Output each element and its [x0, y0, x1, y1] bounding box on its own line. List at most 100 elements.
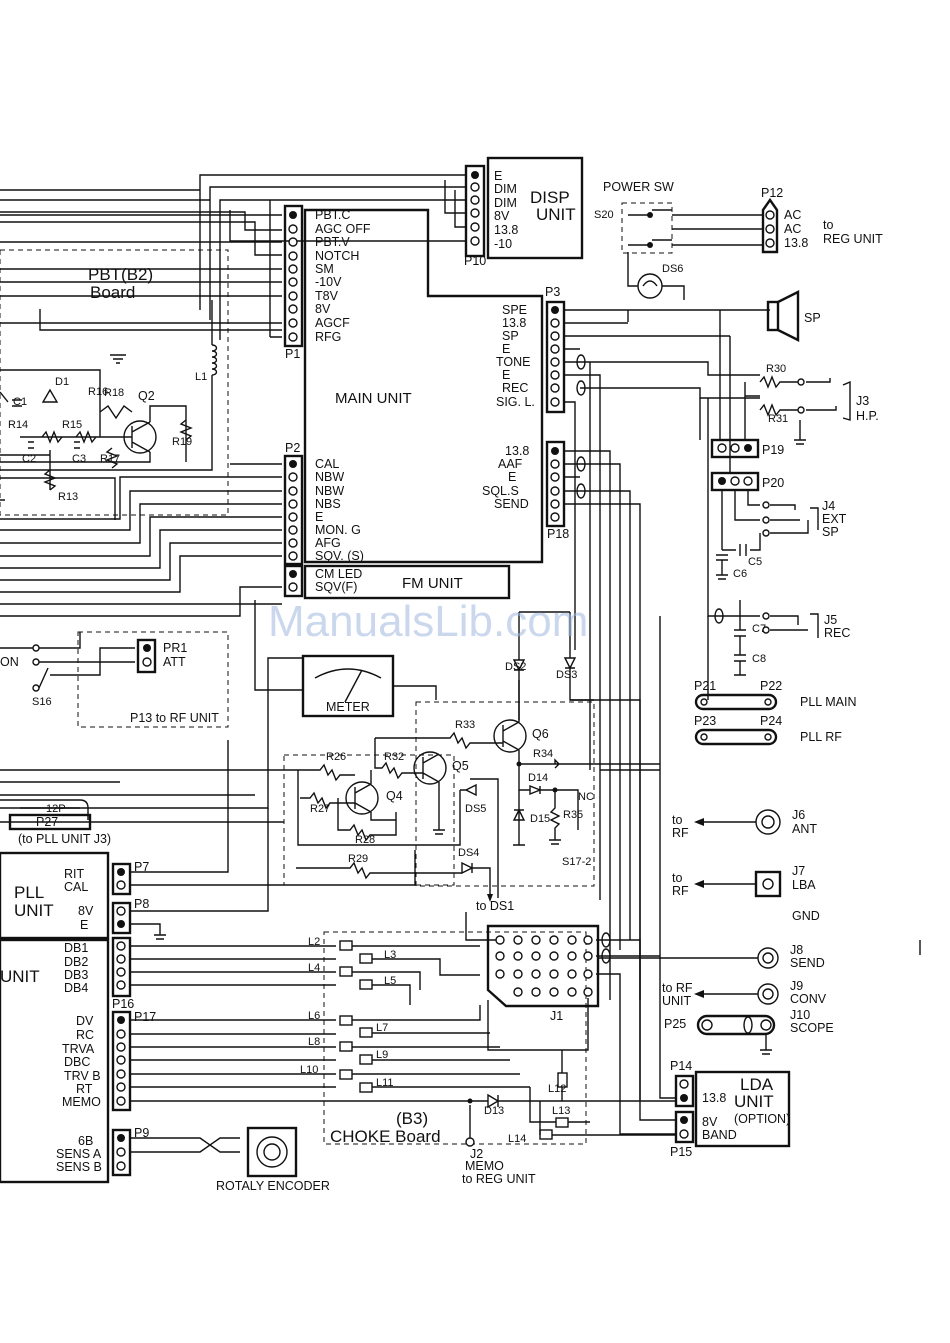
- p17-pin-rt: RT: [76, 1082, 93, 1096]
- disp-pin-138: 13.8: [494, 223, 518, 237]
- lo-unit-title: UNIT: [0, 967, 40, 986]
- r14-label: R14: [8, 419, 28, 431]
- p2-pin-e: E: [315, 510, 323, 524]
- p13-dest-label: P13 to RF UNIT: [130, 711, 219, 725]
- p1-pin-agc-off: AGC OFF: [315, 222, 371, 236]
- r30-label: R30: [766, 363, 786, 375]
- p3-connector: P3 SPE 13.8 SP E TONE E REC SIG. L.: [496, 285, 566, 414]
- l12-label: L12: [548, 1083, 566, 1095]
- p2-label: P2: [285, 441, 300, 455]
- d15-label: D15: [530, 813, 550, 825]
- p15-label: P15: [670, 1145, 692, 1159]
- p18-label: P18: [547, 527, 569, 541]
- p23-label: P23: [694, 714, 716, 728]
- pll-unit-title: PLL: [14, 883, 44, 902]
- pbt-board-title: PBT(B2): [88, 265, 153, 284]
- s16-on-label: ON: [0, 655, 19, 669]
- pll-jumpers: P21 P22 PLL MAIN P23 P24 PLL RF: [694, 679, 857, 746]
- q5-label: Q5: [452, 759, 469, 773]
- lba-rf-label: RF: [672, 884, 689, 898]
- ds2-ds3: DS2 DS3: [505, 611, 577, 720]
- fm-pin-sqv-f: SQV(F): [315, 580, 357, 594]
- fm-pin-cm-led: CM LED: [315, 567, 362, 581]
- p3-label: P3: [545, 285, 560, 299]
- l1-label: L1: [195, 371, 207, 383]
- meter-label: METER: [326, 700, 370, 714]
- p1-pin-8v: 8V: [315, 302, 331, 316]
- pll-unit: PLL UNIT RIT CAL 8V E P7 P8: [0, 740, 416, 940]
- l4-label: L4: [308, 962, 320, 974]
- att-label: ATT: [163, 655, 186, 669]
- r16-label: R16: [88, 386, 108, 398]
- p7-pin-rit: RIT: [64, 867, 85, 881]
- lba-to-label: to: [672, 871, 682, 885]
- l8-label: L8: [308, 1036, 320, 1048]
- r32-label: R32: [384, 751, 404, 763]
- gnd-label: GND: [792, 909, 820, 923]
- p12-dest-to: to: [823, 218, 833, 232]
- l13-label: L13: [552, 1105, 570, 1117]
- p3-pin-138: 13.8: [502, 316, 526, 330]
- p2-pin-nbw: NBW: [315, 470, 344, 484]
- pbt-board: PBT(B2) Board Q2 R18 D1 R16 C1 R14 R15 R…: [0, 249, 229, 516]
- conv-unit-label: UNIT: [662, 994, 692, 1008]
- p16-label: P16: [112, 997, 134, 1011]
- choke-board-title: (B3): [396, 1109, 428, 1128]
- rotary-encoder: ROTALY ENCODER: [216, 1126, 330, 1193]
- p20-label: P20: [762, 476, 784, 490]
- j6-ant-label: ANT: [792, 822, 817, 836]
- j1-connector: J1: [465, 912, 660, 1051]
- lo-unit: UNIT DB1 DB2 DB3 DB4 P16 DV RC TRVA DBC …: [0, 936, 156, 1184]
- disp-unit: DISP UNIT E DIM DIM 8V 13.8 -10 P10: [464, 156, 584, 268]
- c5-label: C5: [748, 556, 762, 568]
- p1-pin-minus10v: -10V: [315, 275, 342, 289]
- j1-label: J1: [550, 1009, 563, 1023]
- ds4-label: DS4: [458, 847, 479, 859]
- lda-pin-138: 13.8: [702, 1091, 726, 1105]
- rf-label: RF: [672, 826, 689, 840]
- r33-label: R33: [455, 719, 475, 731]
- choke-board-subtitle: CHOKE Board: [330, 1127, 441, 1146]
- p3-pin-sig-l: SIG. L.: [496, 395, 535, 409]
- pll-unit-title-2: UNIT: [14, 901, 54, 920]
- p12-pin-ac: AC: [784, 208, 801, 222]
- l14-label: L14: [508, 1133, 526, 1145]
- disp-unit-title-2: UNIT: [536, 205, 576, 224]
- p2-pin-afg: AFG: [315, 536, 341, 550]
- rec-circuit: C7 C8 J5 REC: [707, 600, 850, 676]
- main-unit: MAIN UNIT: [303, 208, 544, 564]
- disp-pin-e: E: [494, 169, 502, 183]
- p2-connector: CAL NBW NBW NBS E MON. G AFG SQV. (S) P2: [283, 441, 364, 566]
- power-sw-label: POWER SW: [603, 180, 674, 194]
- main-unit-title: MAIN UNIT: [335, 390, 412, 407]
- p9-label: P9: [134, 1126, 149, 1140]
- r34-label: R34: [533, 748, 553, 760]
- p9-pin-sens-a: SENS A: [56, 1147, 102, 1161]
- s20-label: S20: [594, 209, 614, 221]
- p25-label: P25: [664, 1017, 686, 1031]
- pbt-board-subtitle: Board: [90, 283, 135, 302]
- l3-label: L3: [384, 949, 396, 961]
- p1-pin-sm: SM: [315, 262, 334, 276]
- p16-pin-db3: DB3: [64, 968, 88, 982]
- r28-label: R28: [355, 834, 375, 846]
- ds6-lamp: DS6: [627, 252, 685, 300]
- p19-label: P19: [762, 443, 784, 457]
- j2-memo: J2 MEMO to REG UNIT: [462, 1105, 536, 1186]
- ds3-label: DS3: [556, 669, 577, 681]
- j6-label: J6: [792, 808, 805, 822]
- p12-dest-reg: REG UNIT: [823, 232, 883, 246]
- rf-jacks: to RF J6 ANT to RF J7 LBA GND J8 SEND to…: [598, 808, 921, 1055]
- to-ds1-label: to DS1: [476, 899, 514, 913]
- p2-pin-nbw-2: NBW: [315, 484, 344, 498]
- disp-pin-dim-2: DIM: [494, 196, 517, 210]
- p7-label: P7: [134, 860, 149, 874]
- fm-unit: FM UNIT CM LED SQV(F): [283, 564, 511, 600]
- conv-to-rf-label: to RF: [662, 981, 693, 995]
- speaker-icon: SP: [766, 290, 821, 342]
- p3-pin-rec: REC: [502, 381, 528, 395]
- j7-lba-label: LBA: [792, 878, 816, 892]
- d1-label: D1: [55, 376, 69, 388]
- p17-label: P17: [134, 1010, 156, 1024]
